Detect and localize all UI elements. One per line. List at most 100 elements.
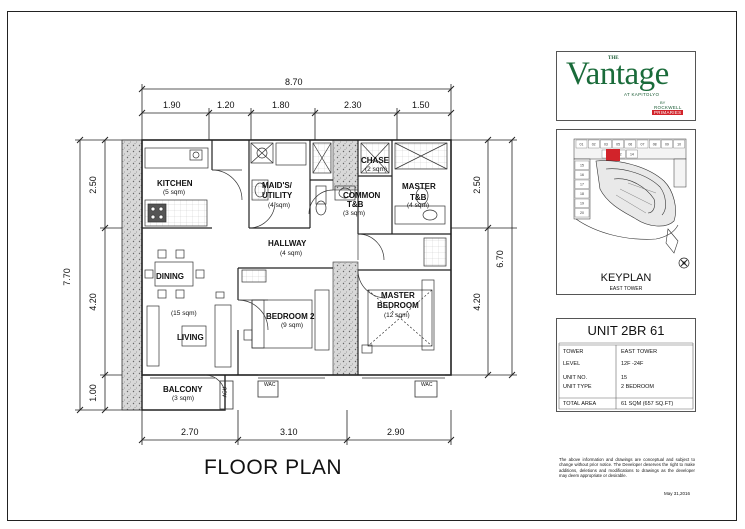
unit-row-label: UNIT TYPE [563,384,592,390]
dim-right-total: 6.70 [494,250,505,268]
bedroom2-furniture [241,269,330,351]
room-master-tb-area: (4 sqm) [407,202,430,209]
room-common-tb-label: T&B [347,200,364,209]
north-arrow-icon [678,257,690,269]
unit-row-value: 2 BEDROOM [621,384,655,390]
top-dimension-lines [75,84,517,445]
keyplan-title: KEYPLAN [600,272,652,284]
keyplan-unit-cell [624,139,636,149]
room-kitchen-area: (5 sqm) [163,189,186,196]
room-living-label: LIVING [177,333,204,342]
keyplan-unit-cell [575,139,588,149]
keyplan-unit-label: 02 [592,142,596,146]
room-master-bedroom-area: (12 sqm) [384,312,410,319]
room-dining-label: DINING [156,272,184,281]
keyplan-unit-label: 01 [580,142,584,146]
dim-right-seg: 2.50 [471,176,482,194]
floor-plan-title: FLOOR PLAN [204,456,343,479]
dimension-ticks [76,85,516,444]
keyplan-unit-label: 18 [580,192,584,196]
logo-primaries: PRIMARIES [652,110,684,115]
unit-row-label: TOWER [563,349,584,355]
room-kitchen-label: KITCHEN [157,179,193,188]
keyplan-unit-label: 08 [653,142,657,146]
keyplan-unit-label: 09 [665,142,669,146]
keyplan-unit-label: 03 [604,142,608,146]
room-common-tb-area: (3 sqm) [343,210,366,217]
keyplan-unit-cell [574,198,590,208]
dim-top-seg: 1.20 [217,100,235,110]
unit-title: UNIT 2BR 61 [587,323,665,338]
keyplan-unit-cell [574,170,590,180]
unit-row-value: 61 SQM (657 SQ.FT) [621,401,674,407]
dim-bottom-seg: 2.90 [387,427,405,437]
dim-bottom-seg: 3.10 [280,427,298,437]
keyplan-unit-cell [673,139,685,149]
master-bedroom-furniture [361,237,447,354]
dim-left-seg: 2.50 [87,176,98,194]
keyplan-unit-cell [612,139,624,149]
room-maids-area: (4 sqm) [268,202,291,209]
keyplan-subtitle: EAST TOWER [609,286,643,292]
keyplan-unit-cell [574,189,590,199]
keyplan-unit-cell [588,139,600,149]
room-balcony-area: (3 sqm) [172,395,195,402]
unit-highlight [606,149,620,161]
unit-row-label: TOTAL AREA [563,401,597,407]
keyplan-unit-cell [600,139,612,149]
drawing-frame [7,11,737,521]
logo-location: AT KAPITOLYO [624,92,660,97]
living-set [146,291,232,368]
keyplan-map: 010203050607080910111214151617181920 [573,138,690,269]
chase-concrete-wall [332,139,359,191]
vantage-logo: Vantage [566,56,669,92]
master-bath-fixtures [394,142,448,225]
room-maids-label: MAID'S/ [262,181,292,190]
keyplan-unit-cell [574,160,590,170]
keyplan-box [556,129,696,295]
dim-bottom-seg: 2.70 [181,427,199,437]
room-hallway-label: HALLWAY [268,239,307,248]
room-chase-area: (2 sqm) [365,166,388,173]
wac-tag: WAC [421,382,433,388]
room-common-tb-label: COMMON [343,191,381,200]
keyplan-unit-label: 17 [580,183,584,187]
keyplan-unit-label: 19 [580,202,584,206]
dim-left-seg: 4.20 [87,293,98,311]
keyplan-unit-cell [574,208,590,218]
room-bedroom2-label: BEDROOM 2 [266,312,315,321]
left-concrete-wall [121,139,143,411]
unit-row-label: UNIT NO. [563,375,588,381]
room-master-bedroom-label: MASTER [381,291,415,300]
keyplan-unit-label: 20 [580,211,584,215]
unit-row-value: EAST TOWER [621,349,658,355]
dim-top-seg: 2.30 [344,100,362,110]
acu-tag: ACU [222,386,229,398]
party-concrete-wall [332,261,359,376]
unit-row-value: 12F -24F [621,361,644,367]
keyplan-unit-cell [649,139,661,149]
keyplan-unit-cell [574,179,590,189]
room-chase-label: CHASE [361,156,390,165]
unit-info-box [556,318,696,412]
unit-row-value: 15 [621,375,628,381]
logo-box [556,51,696,121]
room-master-tb-label: MASTER [402,182,436,191]
keyplan-unit-label: 10 [677,142,681,146]
kitchen-counter [144,147,209,227]
interior-walls [142,140,451,375]
dim-top-seg: 1.80 [272,100,290,110]
room-bedroom2-area: (9 sqm) [281,322,304,329]
room-hallway-area: (4 sqm) [280,250,303,257]
dim-top-total: 8.70 [285,77,303,87]
keyplan-unit-label: 14 [630,152,634,156]
keyplan-unit-cell [626,149,638,159]
room-living-area: (15 sqm) [171,310,197,317]
wac-tag: WAC [264,382,276,388]
unit-table-lines [558,342,694,410]
dim-top-seg: 1.50 [412,100,430,110]
room-maids-label: UTILITY [262,191,293,200]
utility-fixtures [250,142,307,201]
logo-by: BY [660,100,666,105]
